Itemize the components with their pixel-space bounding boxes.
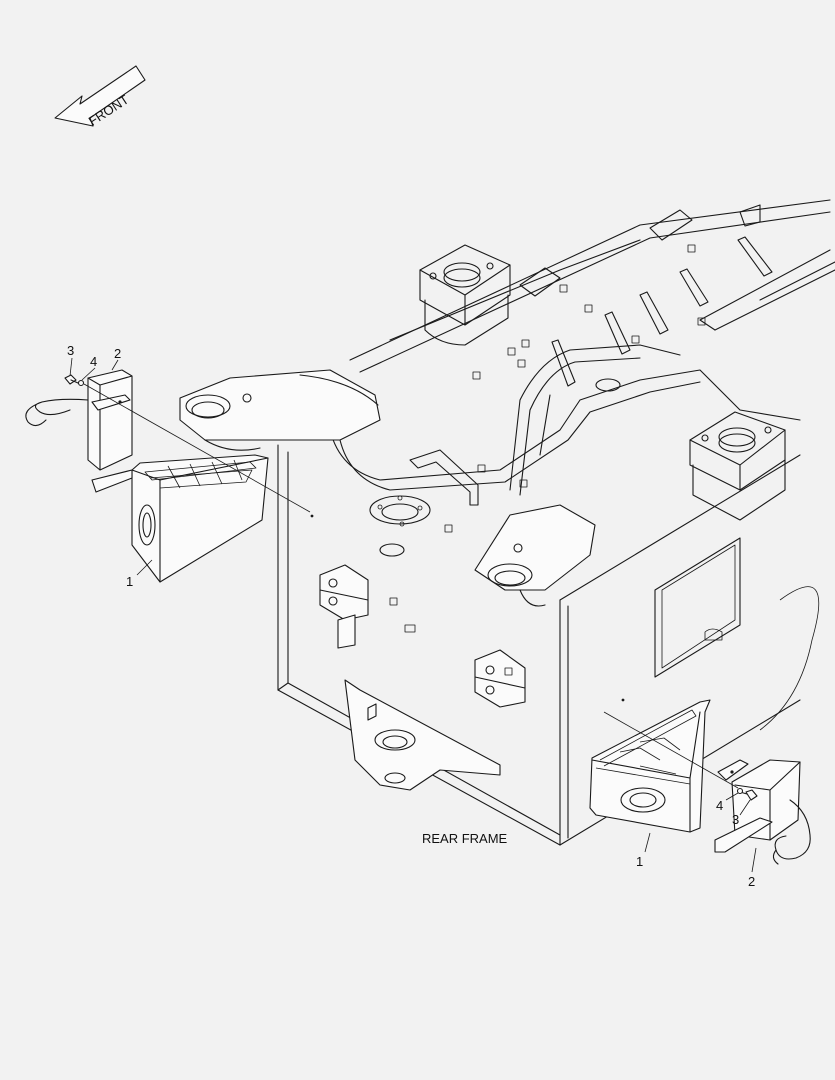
frame-nuts [389,244,706,676]
rear-frame-label: REAR FRAME [422,831,508,846]
left-callout-chock: 1 [126,574,133,589]
right-callout-chock: 1 [636,854,643,869]
right-callout-washer: 4 [716,798,723,813]
right-callout-holder: 2 [748,874,755,889]
right-callout-bolt: 3 [732,812,739,827]
left-callout-holder: 2 [114,346,121,361]
left-chock-holder [25,369,133,493]
left-washer [77,379,85,387]
left-callout-washer: 4 [90,354,97,369]
left-bolt [64,374,79,385]
right-washer [736,787,744,795]
right-wheel-chock [589,699,711,833]
right-chock-holder [714,759,811,865]
rear-frame [179,199,835,846]
left-wheel-chock [131,454,269,583]
front-arrow: FRONT [54,65,146,129]
right-wheel-chock-assembly: 1 2 3 4 [589,698,811,889]
left-wheel-chock-assembly: 1 2 3 4 [25,343,314,589]
left-callout-bolt: 3 [67,343,74,358]
